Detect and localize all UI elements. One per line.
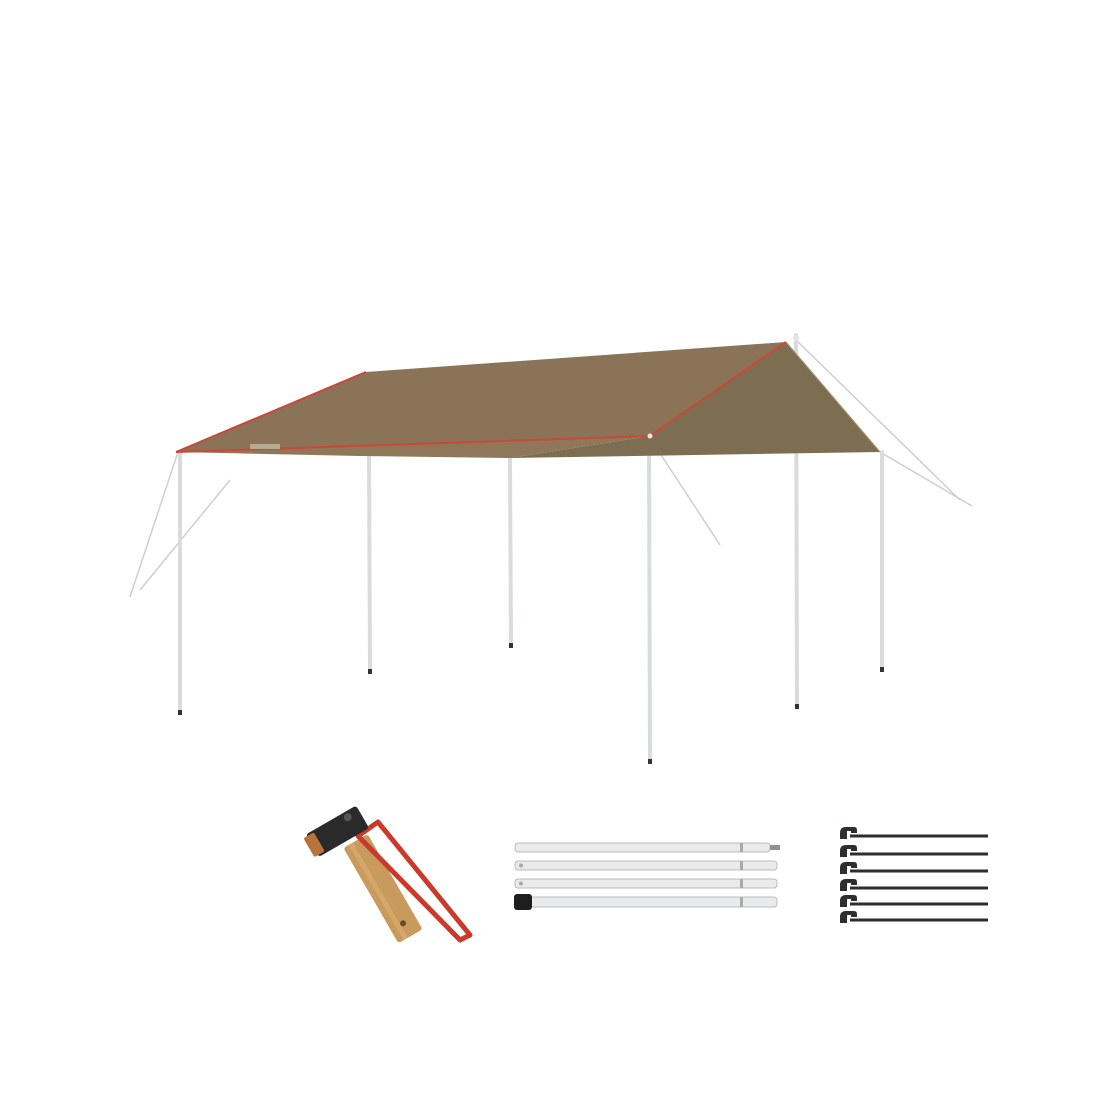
peg bbox=[840, 879, 988, 891]
hammer-strap bbox=[355, 819, 473, 943]
tarp-underside-shade bbox=[510, 342, 880, 458]
tarp-shelter bbox=[129, 333, 973, 764]
tarp-top-surface bbox=[176, 342, 786, 452]
tarp-logo bbox=[250, 444, 280, 449]
pole bbox=[367, 450, 372, 674]
peg bbox=[840, 827, 988, 839]
tarp-front-valley bbox=[176, 436, 650, 458]
peg bbox=[840, 895, 988, 907]
pole-section bbox=[514, 860, 778, 871]
peg bbox=[840, 845, 988, 857]
pole bbox=[647, 434, 652, 764]
pole-section bbox=[514, 878, 778, 889]
tarp-trim bbox=[175, 371, 367, 453]
pole-feet bbox=[178, 643, 884, 764]
peg bbox=[840, 862, 988, 874]
hammer-head bbox=[306, 806, 368, 856]
tent-pegs bbox=[840, 827, 988, 923]
tent-poles bbox=[514, 842, 780, 910]
pole bbox=[508, 456, 513, 648]
pole-section bbox=[514, 842, 780, 853]
tarp-trim bbox=[785, 341, 881, 453]
pole-section bbox=[514, 894, 778, 910]
peg bbox=[840, 911, 988, 923]
peg-hammer bbox=[304, 806, 473, 943]
guy-lines bbox=[129, 339, 973, 598]
